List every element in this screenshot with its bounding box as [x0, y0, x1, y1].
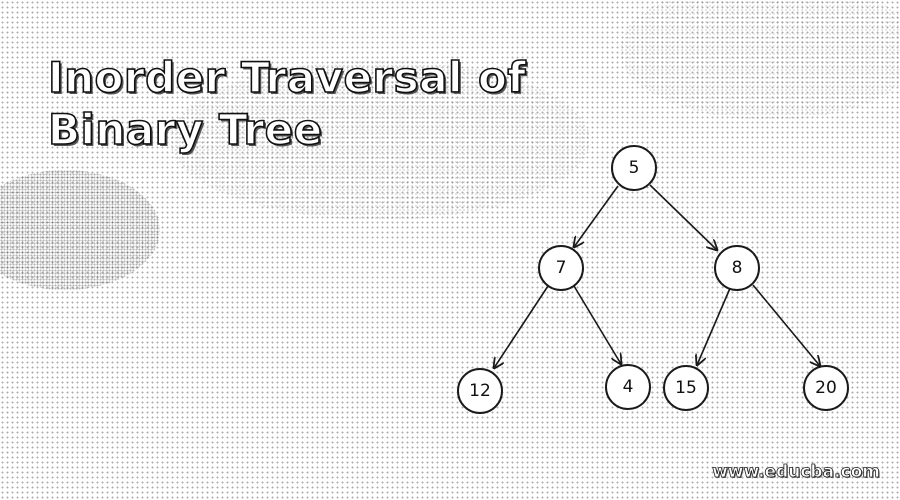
edge-8-to-15 [697, 285, 732, 365]
node-label: 15 [675, 378, 697, 398]
tree-node-root: 5 [611, 145, 657, 191]
tree-node-right-left: 15 [663, 365, 709, 411]
edge-5-to-7 [574, 185, 619, 247]
edge-7-to-4 [573, 285, 621, 364]
title-line-2: Binary Tree [47, 104, 323, 155]
node-label: 5 [629, 158, 640, 178]
edge-5-to-8 [649, 184, 717, 250]
node-label: 8 [732, 258, 743, 278]
tree-node-left-left: 12 [457, 368, 503, 414]
edge-8-to-20 [752, 284, 820, 366]
node-label: 20 [815, 378, 837, 398]
tree-node-right-right: 20 [803, 365, 849, 411]
tree-node-left-right: 4 [605, 364, 651, 410]
tree-node-left: 7 [538, 245, 584, 291]
watermark-text: www.educba.com [712, 462, 881, 483]
node-label: 12 [469, 381, 491, 401]
node-label: 7 [556, 258, 567, 278]
tree-node-right: 8 [714, 245, 760, 291]
page-title: Inorder Traversal of Binary Tree [47, 52, 527, 156]
title-line-1: Inorder Traversal of [47, 52, 527, 103]
edge-7-to-12 [494, 285, 549, 368]
node-label: 4 [623, 377, 634, 397]
